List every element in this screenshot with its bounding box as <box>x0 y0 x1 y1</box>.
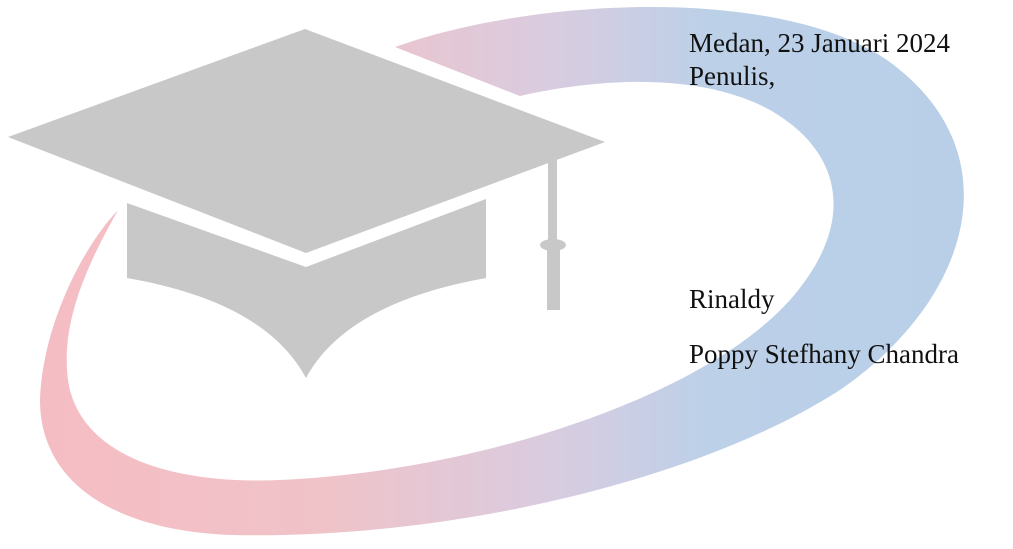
author-name: Rinaldy <box>689 284 775 314</box>
graduation-cap-icon <box>8 29 605 378</box>
author-name: Poppy Stefhany Chandra <box>689 339 959 369</box>
signoff-label: Penulis, <box>689 61 776 91</box>
place-date-line: Medan, 23 Januari 2024 <box>689 28 950 58</box>
orbit-swoosh-icon <box>40 7 964 536</box>
